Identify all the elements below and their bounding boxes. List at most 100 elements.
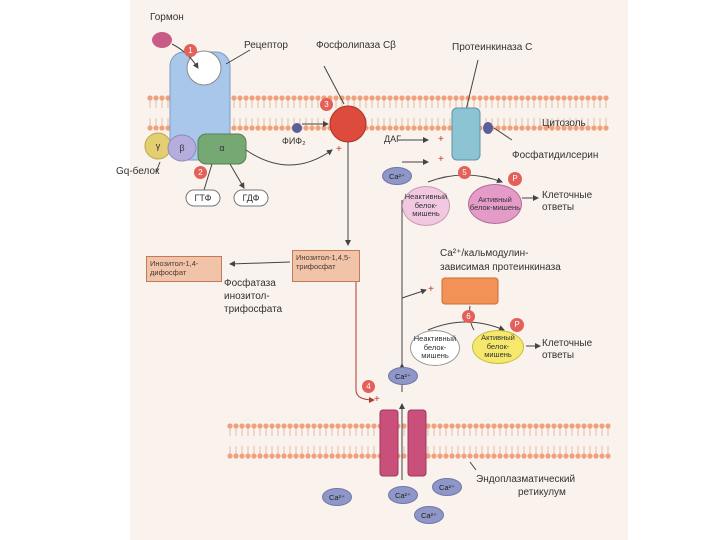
plus-sign: + [428, 284, 434, 295]
lipid-head [575, 453, 581, 459]
lipid-head [485, 453, 491, 459]
lipid-head [585, 125, 591, 131]
lipid-head [303, 125, 309, 131]
active-target-protein-2: Активный белок-мишень [472, 330, 524, 364]
lipid-head [479, 423, 485, 429]
lipid-head [573, 125, 579, 131]
lipid-head [477, 95, 483, 101]
lipid-head [605, 453, 611, 459]
lipid-head [575, 423, 581, 429]
gtp-label: ГТФ [194, 193, 212, 203]
lipid-head [549, 125, 555, 131]
lipid-head [501, 95, 507, 101]
lipid-head [275, 423, 281, 429]
lipid-head [333, 95, 339, 101]
lipid-head [501, 125, 507, 131]
lipid-head [411, 95, 417, 101]
lipid-head [363, 95, 369, 101]
lipid-head [411, 125, 417, 131]
hormone-binding-site [186, 50, 222, 86]
lipid-head [269, 453, 275, 459]
step-5-marker: 5 [458, 166, 471, 179]
camk-label-line2: зависимая протеинкиназа [440, 262, 561, 273]
lipid-head [437, 453, 443, 459]
lipid-head [515, 423, 521, 429]
dag-label: ДАГ [384, 134, 401, 144]
lipid-head [335, 423, 341, 429]
receptor-label: Рецептор [244, 40, 288, 51]
lipid-head [381, 95, 387, 101]
lipid-head [371, 453, 377, 459]
calcium-ion: Ca²⁺ [388, 486, 418, 504]
lipid-head [261, 95, 267, 101]
gdp-label: ГДФ [242, 193, 260, 203]
lipid-head [381, 125, 387, 131]
step-6-marker: 6 [462, 310, 475, 323]
lipid-head [563, 453, 569, 459]
plc-label: Фосфолипаза Cβ [316, 40, 396, 51]
protein-kinase-c-shape [451, 107, 481, 161]
lipid-head [423, 95, 429, 101]
lipid-head [593, 423, 599, 429]
camk-shape [441, 277, 499, 305]
lipid-head [509, 453, 515, 459]
lipid-head [491, 423, 497, 429]
lipid-head [531, 125, 537, 131]
lipid-head [533, 453, 539, 459]
lipid-head [431, 453, 437, 459]
lipid-head [441, 95, 447, 101]
lipid-head [549, 95, 555, 101]
lipid-head [405, 125, 411, 131]
lipid-head [591, 125, 597, 131]
lipid-head [519, 95, 525, 101]
lipid-head [263, 453, 269, 459]
lipid-head [455, 423, 461, 429]
lipid-head [533, 423, 539, 429]
lipid-head [275, 453, 281, 459]
lipid-head [557, 423, 563, 429]
lipid-head [293, 423, 299, 429]
er-membrane [227, 423, 611, 459]
lipid-head [303, 95, 309, 101]
lipid-head [593, 453, 599, 459]
lipid-head [509, 423, 515, 429]
calcium-ion: Ca²⁺ [322, 488, 352, 506]
lipid-head [245, 423, 251, 429]
phosphatidylserine-marker [483, 122, 493, 134]
lipid-head [371, 423, 377, 429]
phosphatase-label-line2: инозитол- [224, 291, 270, 302]
lipid-head [467, 453, 473, 459]
lipid-head [227, 453, 233, 459]
plus-sign: + [438, 134, 444, 145]
lipid-head [233, 423, 239, 429]
lipid-head [257, 423, 263, 429]
lipid-head [351, 95, 357, 101]
lipid-head [153, 125, 159, 131]
ca-channel-left [379, 409, 399, 477]
phosphate-marker: P [508, 172, 522, 186]
hormone-molecule [152, 32, 172, 48]
lipid-head [569, 423, 575, 429]
lipid-head [315, 95, 321, 101]
lipid-head [513, 125, 519, 131]
lipid-head [227, 423, 233, 429]
lipid-head [281, 423, 287, 429]
lipid-head [507, 125, 513, 131]
lipid-head [521, 423, 527, 429]
lipid-head [375, 95, 381, 101]
lipid-head [513, 95, 519, 101]
lipid-head [507, 95, 513, 101]
lipid-head [255, 125, 261, 131]
lipid-head [309, 125, 315, 131]
lipid-head [497, 423, 503, 429]
lipid-head [569, 453, 575, 459]
lipid-head [393, 125, 399, 131]
lipid-head [285, 95, 291, 101]
lipid-head [479, 453, 485, 459]
calcium-ion: Ca²⁺ [382, 167, 412, 185]
lipid-head [551, 423, 557, 429]
plus-sign: + [336, 144, 342, 155]
lipid-head [485, 423, 491, 429]
lipid-head [539, 453, 545, 459]
lipid-head [281, 453, 287, 459]
